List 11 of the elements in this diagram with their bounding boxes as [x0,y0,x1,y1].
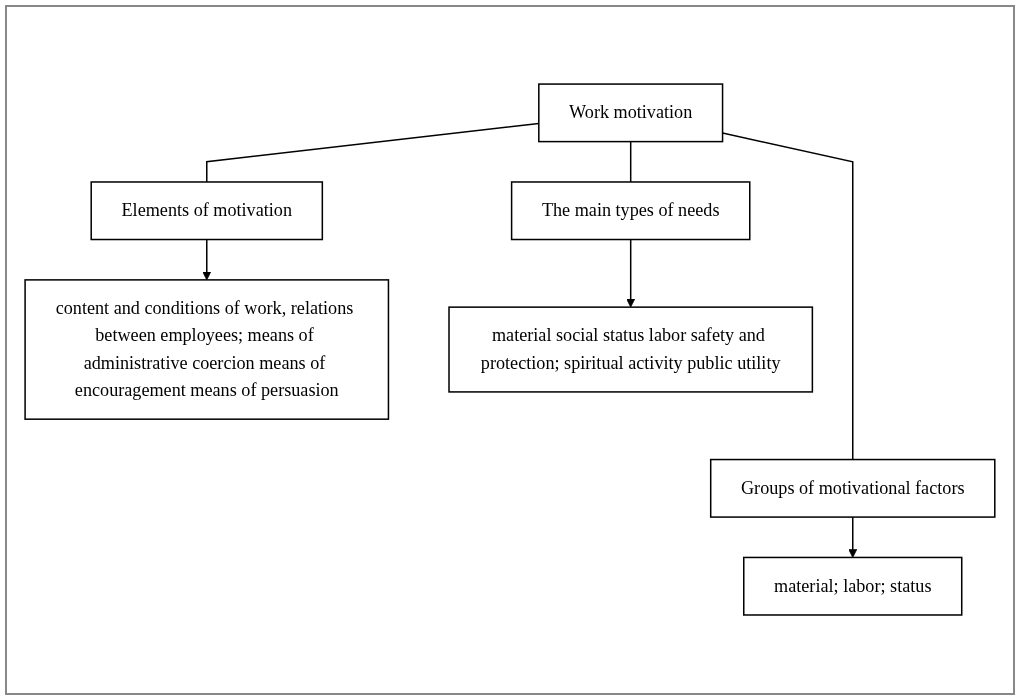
arrow [848,516,858,559]
node-box: Elements of motivation [90,181,324,241]
node-box: content and conditions of work, relations between employees; means of administrative coercion means of encouragement means of persuasion [24,279,390,421]
connector [630,141,632,184]
node-box: Work motivation [538,83,724,143]
node-box: Groups of motivational factors [710,459,996,519]
node-box: The main types of needs [510,181,751,241]
arrow [626,239,636,308]
node-box: material; labor; status [743,557,963,617]
arrow [202,239,212,281]
node-box: material social status labor safety and protection; spiritual activity public utility [448,306,814,394]
